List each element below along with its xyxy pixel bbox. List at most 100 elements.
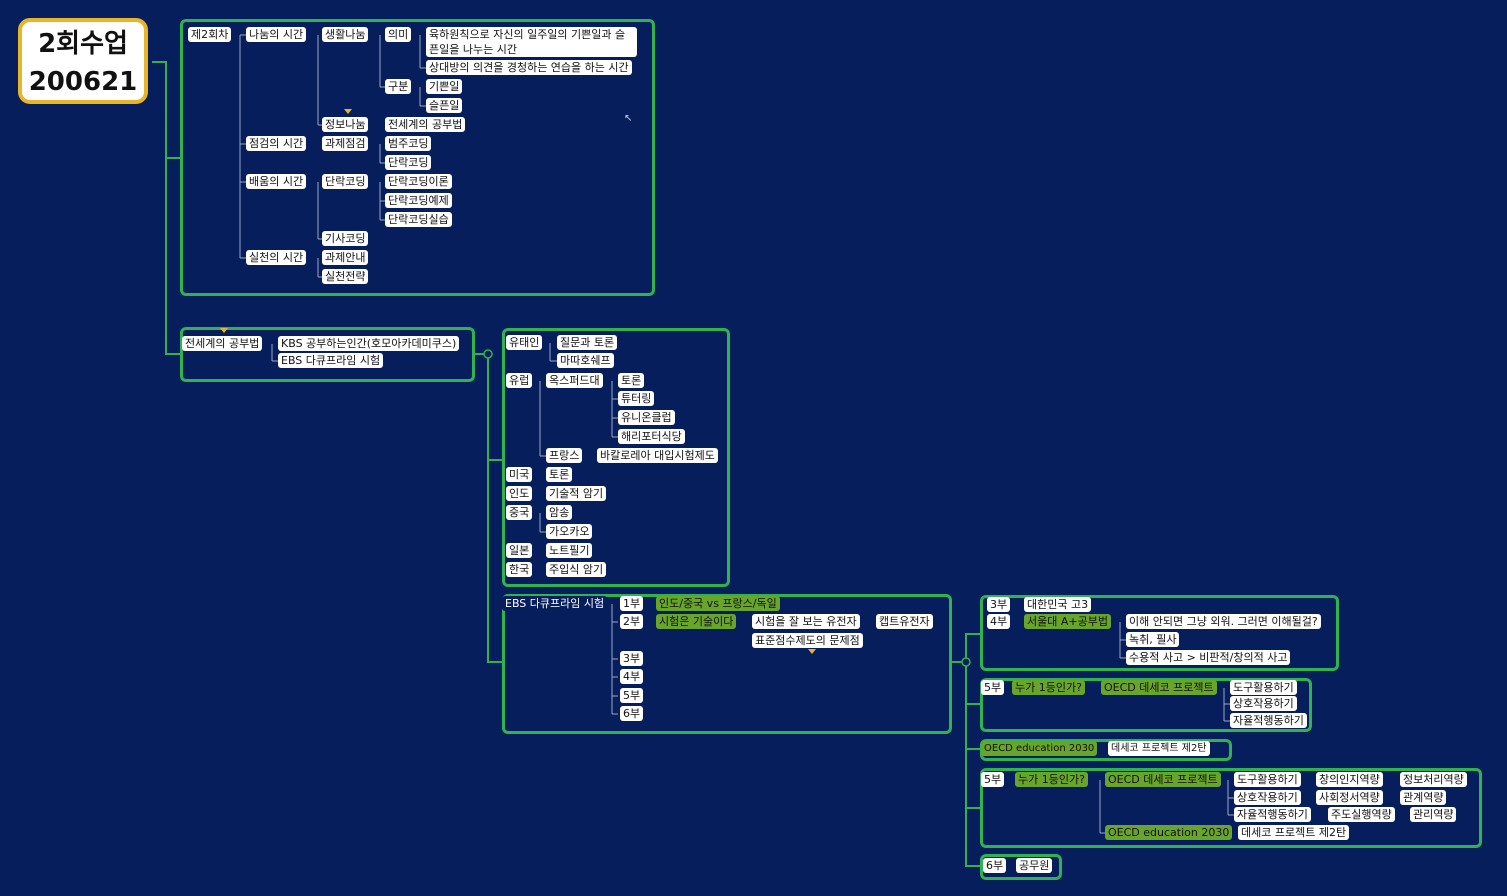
node-paragraph-coding-b[interactable]: 단락코딩 <box>322 174 369 189</box>
frame-countries <box>502 328 730 587</box>
node-session-2[interactable]: 제2회차 <box>188 27 232 42</box>
node-e5s-q[interactable]: 누가 1등인가? <box>1012 680 1085 695</box>
node-ebs[interactable]: EBS 다큐프라임 시험 <box>278 353 384 368</box>
node-listen-text[interactable]: 상대방의 의견을 경청하는 연습을 하는 시간 <box>426 60 632 75</box>
node-meaning-text[interactable]: 육하원칙으로 자신의 일주일의 기쁜일과 슬픈일을 나누는 시간 <box>426 27 637 57</box>
node-practice-strategy[interactable]: 실천전략 <box>322 269 369 284</box>
node-usa-a[interactable]: 토론 <box>546 467 573 482</box>
node-e5-c1[interactable]: 주도실행역량 <box>1328 807 1395 822</box>
node-e5-a1[interactable]: 창의인지역량 <box>1316 772 1383 787</box>
node-e5-c2[interactable]: 관리역량 <box>1410 807 1457 822</box>
node-info-share[interactable]: 정보나눔 <box>322 117 369 132</box>
node-learn-time[interactable]: 배움의 시간 <box>246 174 307 189</box>
node-jewish-b[interactable]: 마따호쉐프 <box>557 353 614 368</box>
node-ebs-title[interactable]: EBS 다큐프라임 시험 <box>502 596 608 611</box>
node-happy[interactable]: 기쁜일 <box>426 79 463 94</box>
node-pc-theory[interactable]: 단락코딩이론 <box>385 174 452 189</box>
node-world-study-title[interactable]: 전세계의 공부법 <box>182 336 263 351</box>
node-e4-b[interactable]: 이해 안되면 그냥 외워. 그러면 이해될걸? <box>1126 614 1321 629</box>
node-ox-b[interactable]: 튜터링 <box>618 391 655 406</box>
frame-episode-6 <box>980 854 1062 880</box>
node-jewish-a[interactable]: 질문과 토론 <box>557 335 618 350</box>
node-e5[interactable]: 5부 <box>981 772 1005 787</box>
node-e4-a[interactable]: 서울대 A+공부법 <box>1024 614 1111 629</box>
node-japan[interactable]: 일본 <box>506 543 533 558</box>
node-ebs-p2[interactable]: 2부 <box>620 614 644 629</box>
node-ebs-p5[interactable]: 5부 <box>620 688 644 703</box>
node-ebs-p3[interactable]: 3부 <box>620 651 644 666</box>
node-paragraph-coding-a[interactable]: 단락코딩 <box>385 155 432 170</box>
node-sad[interactable]: 슬픈일 <box>426 98 463 113</box>
node-europe[interactable]: 유럽 <box>506 373 533 388</box>
node-pc-example[interactable]: 단락코딩예제 <box>385 193 452 208</box>
collapse-marker[interactable] <box>344 109 352 114</box>
node-e4-c[interactable]: 녹취, 필사 <box>1126 632 1180 647</box>
node-e5-b2[interactable]: 관계역량 <box>1400 790 1447 805</box>
node-china-a[interactable]: 암송 <box>546 505 573 520</box>
node-e5-b[interactable]: 상호작용하기 <box>1234 790 1301 805</box>
node-category-coding[interactable]: 범주코딩 <box>385 136 432 151</box>
node-ox-c[interactable]: 유니온클럽 <box>618 410 675 425</box>
node-practice-time[interactable]: 실천의 시간 <box>246 250 307 265</box>
node-e3[interactable]: 3부 <box>987 597 1011 612</box>
node-share-time[interactable]: 나눔의 시간 <box>246 27 307 42</box>
node-ebs-p1-topic[interactable]: 인도/중국 vs 프랑스/독일 <box>656 596 780 611</box>
node-india-a[interactable]: 기술적 암기 <box>546 486 607 501</box>
node-ebs-p2-a[interactable]: 시험을 잘 보는 유전자 <box>752 614 860 629</box>
node-ox-d[interactable]: 해리포터식당 <box>618 429 685 444</box>
node-check-time[interactable]: 점검의 시간 <box>246 136 307 151</box>
node-life-share[interactable]: 생활나눔 <box>322 27 369 42</box>
node-japan-a[interactable]: 노트필기 <box>546 543 593 558</box>
node-china[interactable]: 중국 <box>506 505 533 520</box>
node-e5-oecd[interactable]: OECD 데세코 프로젝트 <box>1105 772 1221 787</box>
node-france-a[interactable]: 바칼로레아 대입시험제도 <box>597 448 718 463</box>
node-e3-a[interactable]: 대한민국 고3 <box>1024 597 1092 612</box>
node-e4[interactable]: 4부 <box>987 614 1011 629</box>
node-e5s-c[interactable]: 자율적행동하기 <box>1230 713 1307 728</box>
node-e5-c[interactable]: 자율적행동하기 <box>1234 807 1311 822</box>
node-e5-b1[interactable]: 사회정서역량 <box>1316 790 1383 805</box>
node-ebs-p2-b[interactable]: 캡트유전자 <box>876 614 933 629</box>
node-article-coding[interactable]: 기사코딩 <box>322 231 369 246</box>
node-france[interactable]: 프랑스 <box>546 448 583 463</box>
node-e5s[interactable]: 5부 <box>981 680 1005 695</box>
node-korea[interactable]: 한국 <box>506 562 533 577</box>
node-e5-q[interactable]: 누가 1등인가? <box>1015 772 1088 787</box>
node-ebs-p6[interactable]: 6부 <box>620 706 644 721</box>
node-ebs-p2-c[interactable]: 표준점수제도의 문제점 <box>752 633 863 648</box>
collapse-marker[interactable] <box>808 649 816 654</box>
node-e5-edu[interactable]: OECD education 2030 <box>1105 825 1233 840</box>
node-india[interactable]: 인도 <box>506 486 533 501</box>
node-ebs-p1[interactable]: 1부 <box>620 596 644 611</box>
node-task-check[interactable]: 과제점검 <box>322 136 369 151</box>
frame-episode-5-short <box>980 678 1312 732</box>
node-ebs-p4[interactable]: 4부 <box>620 669 644 684</box>
node-e6-a[interactable]: 공무원 <box>1016 858 1053 873</box>
node-e5s-a[interactable]: 도구활용하기 <box>1230 680 1297 695</box>
node-e5-a2[interactable]: 정보처리역량 <box>1400 772 1467 787</box>
node-world-study[interactable]: 전세계의 공부법 <box>385 117 466 132</box>
node-e6[interactable]: 6부 <box>983 858 1007 873</box>
node-usa[interactable]: 미국 <box>506 467 533 482</box>
node-e5s-b[interactable]: 상호작용하기 <box>1230 696 1297 711</box>
node-ebs-p2-topic[interactable]: 시험은 기술이다 <box>656 614 737 629</box>
node-china-b[interactable]: 가오카오 <box>546 524 593 539</box>
node-e4-d[interactable]: 수용적 사고 > 비판적/창의적 사고 <box>1126 650 1291 665</box>
node-e5-a[interactable]: 도구활용하기 <box>1234 772 1301 787</box>
node-division[interactable]: 구분 <box>385 79 412 94</box>
collapse-marker[interactable] <box>220 328 228 333</box>
root-node[interactable]: 2회수업 200621 <box>18 18 148 104</box>
node-oxford[interactable]: 옥스퍼드대 <box>546 373 603 388</box>
node-kbs[interactable]: KBS 공부하는인간(호모아카데미쿠스) <box>278 336 460 351</box>
root-date: 200621 <box>28 67 138 97</box>
node-task-guide[interactable]: 과제안내 <box>322 250 369 265</box>
node-oecd-2030-value[interactable]: 데세코 프로젝트 제2탄 <box>1108 741 1210 756</box>
node-korea-a[interactable]: 주입식 암기 <box>546 562 607 577</box>
node-e5s-oecd[interactable]: OECD 데세코 프로젝트 <box>1101 680 1217 695</box>
node-e5-edu-value[interactable]: 데세코 프로젝트 제2탄 <box>1238 825 1350 840</box>
node-pc-practice[interactable]: 단락코딩실습 <box>385 212 452 227</box>
node-meaning[interactable]: 의미 <box>385 27 412 42</box>
node-ox-a[interactable]: 토론 <box>618 373 645 388</box>
node-jewish[interactable]: 유태인 <box>506 335 543 350</box>
node-oecd-2030[interactable]: OECD education 2030 <box>981 741 1098 756</box>
